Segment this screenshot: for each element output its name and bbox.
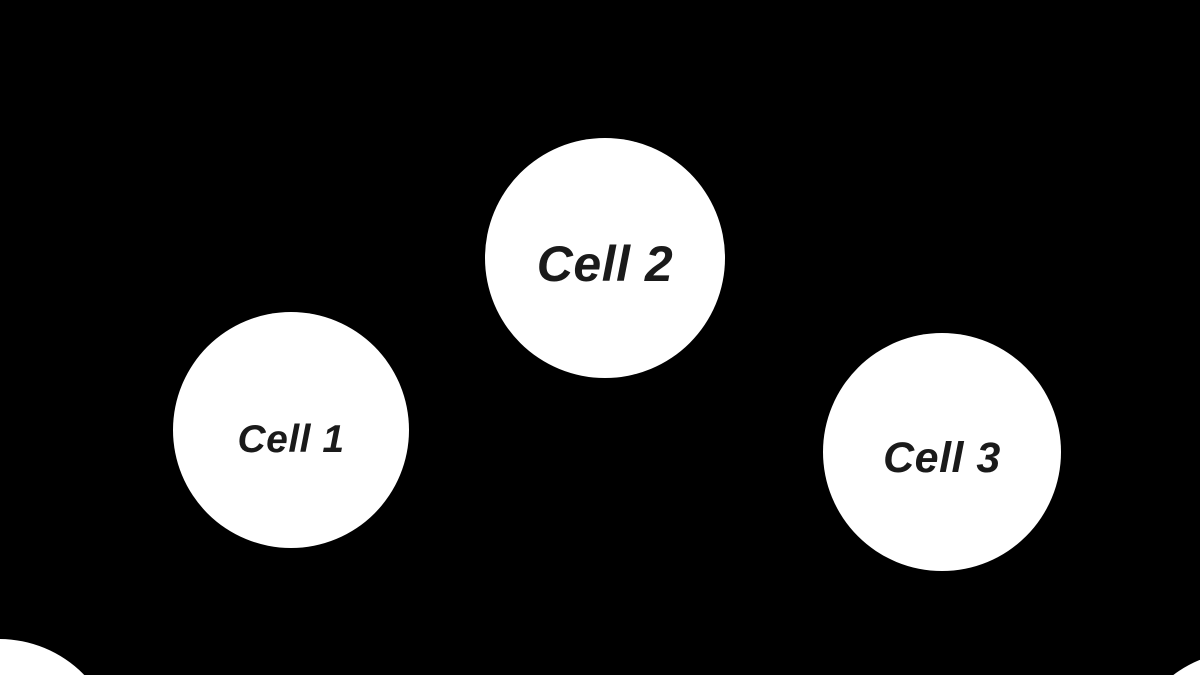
cell-node-cell-1[interactable]: Cell 1 xyxy=(173,312,409,548)
cell-node-label: Cell 1 xyxy=(237,417,345,461)
cell-node-label: Cell 3 xyxy=(883,433,1001,482)
cell-node-partial-bottom-left[interactable] xyxy=(0,639,118,675)
cell-node-partial-bottom-right[interactable] xyxy=(1126,651,1200,675)
cell-node-cell-2[interactable]: Cell 2 xyxy=(485,138,725,378)
cell-node-label: Cell 2 xyxy=(536,236,674,292)
cell-node-cell-3[interactable]: Cell 3 xyxy=(823,333,1061,571)
